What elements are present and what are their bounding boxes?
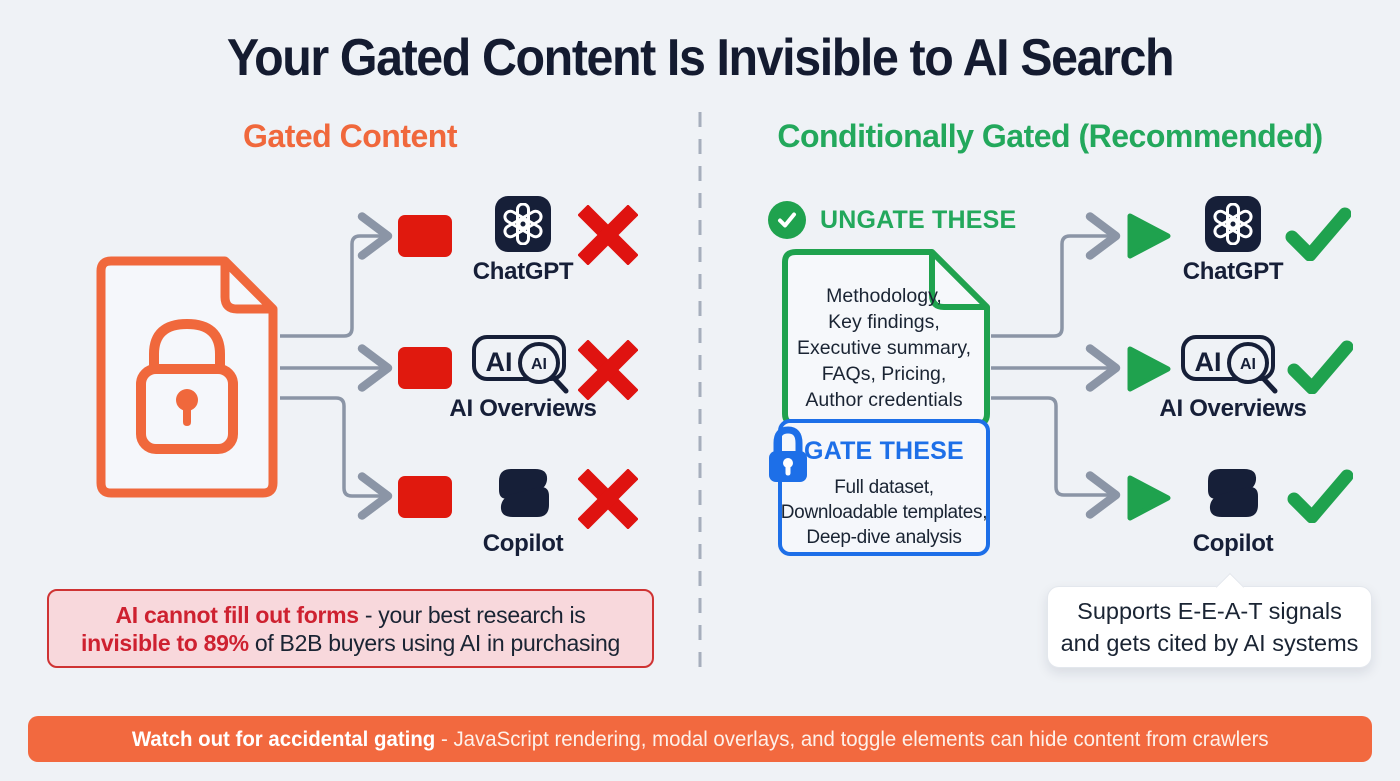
gate-items-list: Full dataset, Downloadable templates, De…: [776, 475, 992, 550]
ai-overviews-glass-text: AI: [1240, 356, 1256, 373]
ai-overviews-badge-text: AI: [1195, 347, 1222, 377]
ungate-item: Author credentials: [805, 389, 963, 411]
platform-label-copilot: Copilot: [1192, 530, 1274, 557]
banner-rest: - JavaScript rendering, modal overlays, …: [435, 726, 1269, 751]
banner-bold: Watch out for accidental gating: [131, 726, 436, 751]
ungate-check-badge: [768, 201, 806, 239]
blue-lock-icon: [769, 426, 807, 482]
chatgpt-logo-icon: [495, 196, 551, 252]
blocked-content-block: [398, 476, 452, 518]
platform-label-chatgpt: ChatGPT: [472, 258, 574, 285]
ungate-item: Methodology,: [826, 285, 942, 307]
gated-content-box: GATE THESE Full dataset, Downloadable te…: [769, 419, 992, 556]
gate-item: Full dataset,: [834, 477, 934, 498]
chatgpt-logo-icon: [1205, 196, 1261, 252]
accidental-gating-banner: Watch out for accidental gating - JavaSc…: [28, 716, 1372, 762]
left-column-heading: Gated Content: [243, 118, 457, 154]
blocked-content-block: [398, 215, 452, 257]
platform-label-chatgpt: ChatGPT: [1182, 258, 1284, 285]
page-title: Your Gated Content Is Invisible to AI Se…: [226, 29, 1175, 87]
ai-forms-warning-box: AI cannot fill out forms - your best res…: [47, 589, 654, 668]
warning-bold-1: AI cannot fill out forms: [115, 601, 360, 628]
ungate-item: FAQs, Pricing,: [821, 363, 947, 385]
ai-overviews-icon: AI AI: [1181, 335, 1278, 394]
locked-document-icon: [96, 256, 278, 498]
copilot-logo-icon: [1208, 469, 1258, 517]
ungate-item: Key findings,: [828, 311, 940, 333]
ai-overviews-icon: AI AI: [472, 335, 569, 394]
connector-right-copilot: [991, 396, 1121, 519]
allowed-check-icon: [1287, 340, 1353, 394]
ungate-items-list: Methodology, Key findings, Executive sum…: [786, 283, 982, 413]
ai-overviews-badge-text: AI: [486, 347, 513, 377]
warning-line-1: AI cannot fill out forms - your best res…: [116, 601, 586, 629]
warning-rest-2: of B2B buyers using AI in purchasing: [248, 629, 620, 656]
allowed-triangle-icon: [1127, 213, 1171, 259]
copilot-logo-icon: [499, 469, 549, 517]
blocked-content-block: [398, 347, 452, 389]
ungate-these-label: UNGATE THESE: [820, 206, 1017, 234]
warning-line-2: invisible to 89% of B2B buyers using AI …: [81, 629, 620, 657]
blocked-x-icon: [578, 205, 638, 265]
gate-item: Deep-dive analysis: [806, 527, 962, 548]
platform-label-ai-overviews: AI Overviews: [449, 395, 597, 422]
check-icon: [778, 212, 796, 228]
allowed-triangle-icon: [1127, 475, 1171, 521]
warning-bold-2: invisible to 89%: [81, 629, 249, 656]
tooltip-line-2: and gets cited by AI systems: [1060, 630, 1359, 656]
ungated-document: Methodology, Key findings, Executive sum…: [782, 249, 990, 427]
connector-right-chatgpt: [991, 212, 1121, 338]
connector-left-copilot: [280, 396, 393, 520]
allowed-check-icon: [1285, 207, 1351, 261]
banner-text: Watch out for accidental gating - JavaSc…: [132, 727, 1269, 752]
ai-overviews-glass-text: AI: [531, 356, 547, 373]
gate-these-label: GATE THESE: [804, 437, 964, 465]
platform-label-copilot: Copilot: [482, 530, 564, 557]
right-column-heading: Conditionally Gated (Recommended): [777, 118, 1323, 154]
ungate-item: Executive summary,: [796, 337, 972, 359]
eeat-tooltip: Supports E-E-A-T signals and gets cited …: [1047, 572, 1372, 668]
blocked-x-icon: [578, 340, 638, 400]
platform-label-ai-overviews: AI Overviews: [1159, 395, 1307, 422]
gate-item: Downloadable templates,: [780, 502, 988, 523]
warning-rest-1: - your best research is: [358, 601, 586, 628]
allowed-triangle-icon: [1127, 346, 1171, 392]
allowed-check-icon: [1287, 469, 1353, 523]
connector-left-chatgpt: [280, 212, 393, 338]
tooltip-line-1: Supports E-E-A-T signals: [1077, 598, 1342, 624]
blocked-x-icon: [578, 469, 638, 529]
